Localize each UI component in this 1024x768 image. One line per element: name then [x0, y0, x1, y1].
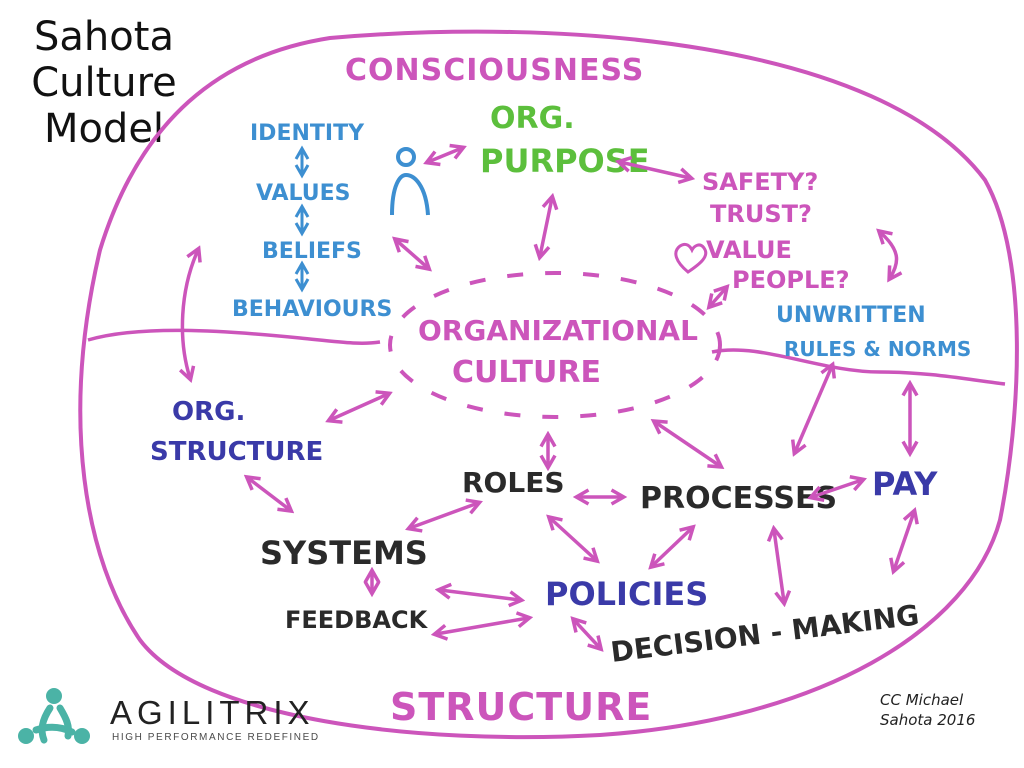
- agilitrix-logo-icon: [18, 688, 90, 744]
- arrow-systems-policies: [434, 582, 526, 608]
- diagram-title: Sahota Culture Model: [14, 14, 194, 152]
- label-safety: SAFETY?: [702, 168, 818, 196]
- label-values: VALUES: [256, 181, 351, 206]
- label-structure: STRUCTURE: [390, 685, 652, 729]
- label-behaviours: BEHAVIOURS: [232, 297, 392, 322]
- label-organizational: ORGANIZATIONAL: [418, 314, 698, 347]
- title-line-1: Sahota: [34, 14, 174, 60]
- arrow-purpose-culture: [533, 192, 559, 262]
- title-line-2: Culture: [31, 60, 177, 106]
- label-beliefs: BELIEFS: [262, 239, 362, 264]
- label-policies: POLICIES: [545, 575, 708, 613]
- label-systems: SYSTEMS: [260, 534, 428, 572]
- label-org-structure-line2: STRUCTURE: [150, 437, 323, 467]
- arrow-safety-side: [876, 228, 903, 283]
- label-roles: ROLES: [462, 466, 565, 499]
- arrow-orgstructure-culture: [325, 390, 393, 424]
- arrow-roles-policies: [546, 514, 600, 564]
- arrow-policies-decision: [570, 616, 604, 652]
- arrow-beliefs-culture: [392, 236, 432, 272]
- divider-line: [87, 328, 381, 345]
- label-org-purpose-line1: ORG.: [490, 101, 575, 136]
- label-processes: PROCESSES: [640, 481, 837, 516]
- arrow-processes-policies: [648, 524, 696, 570]
- title-line-3: Model: [43, 106, 165, 152]
- arrow-person-purpose: [423, 143, 467, 167]
- arrow-left-loop: [178, 245, 202, 384]
- label-feedback: FEEDBACK: [285, 606, 429, 634]
- arrow-processes-decision: [766, 524, 792, 608]
- arrow-valuepeople-culture: [706, 284, 730, 310]
- label-trust: TRUST?: [710, 200, 812, 228]
- heart-icon: [674, 242, 708, 274]
- label-org-purpose-line2: PURPOSE: [480, 142, 650, 180]
- arrow-processes-pay: [807, 475, 867, 502]
- divider-line-right: [711, 348, 1006, 386]
- arrow-culture-processes: [650, 419, 725, 469]
- label-value-people-line2: PEOPLE?: [732, 266, 850, 294]
- culture-dashed-ellipse: [388, 271, 722, 419]
- label-rules-norms: RULES & NORMS: [784, 337, 971, 361]
- outer-boundary: [78, 29, 1019, 740]
- label-consciousness: CONSCIOUSNESS: [345, 53, 644, 88]
- label-org-structure-line1: ORG.: [172, 397, 245, 427]
- arrow-unwritten-processes: [790, 361, 837, 457]
- credit-line-1: CC Michael: [880, 691, 964, 709]
- agilitrix-logo-text: AGILITRIX: [110, 694, 315, 731]
- author-credit: CC Michael Sahota 2016: [880, 690, 1000, 730]
- arrow-orgstructure-systems: [243, 474, 295, 514]
- label-culture: CULTURE: [452, 355, 601, 390]
- label-value-people-line1: VALUE: [706, 236, 792, 264]
- arrow-purpose-safety: [614, 155, 696, 185]
- arrow-feedback-policies: [430, 611, 534, 641]
- credit-line-2: Sahota 2016: [880, 711, 976, 729]
- arrow-pay-decision: [889, 507, 919, 575]
- label-identity: IDENTITY: [250, 121, 365, 146]
- agilitrix-tagline: HIGH PERFORMANCE REDEFINED: [112, 732, 320, 743]
- label-pay: PAY: [872, 465, 938, 503]
- label-unwritten: UNWRITTEN: [776, 303, 926, 328]
- arrow-systems-roles: [405, 498, 483, 533]
- person-icon: [390, 147, 430, 216]
